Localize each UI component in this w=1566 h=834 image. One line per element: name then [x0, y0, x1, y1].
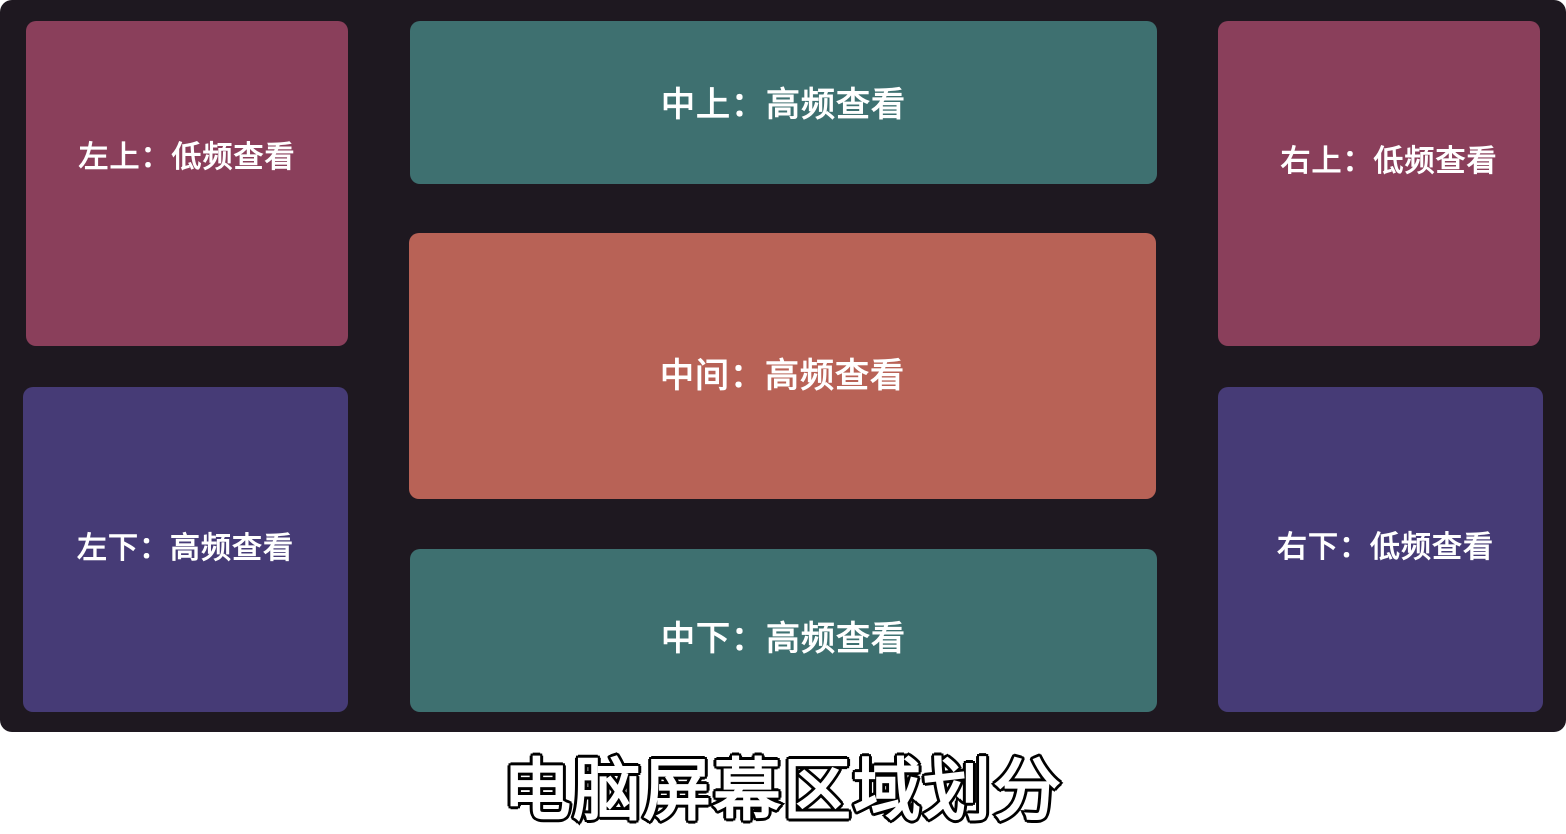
zone-top-left: 左上：低频查看	[26, 21, 348, 346]
zone-top-left-label: 左上：低频查看	[78, 139, 296, 175]
zone-bottom-center-label: 中下：高频查看	[661, 619, 906, 659]
zone-top-center: 中上：高频查看	[410, 21, 1157, 184]
zone-bottom-center: 中下：高频查看	[410, 549, 1157, 712]
zone-center: 中间：高频查看	[409, 233, 1156, 499]
zone-center-label: 中间：高频查看	[660, 355, 905, 396]
zone-top-center-label: 中上：高频查看	[661, 84, 906, 125]
zone-bottom-left: 左下：高频查看	[23, 387, 348, 712]
zone-top-right: 右上：低频查看	[1218, 21, 1540, 346]
zone-bottom-left-label: 左下：高频查看	[77, 530, 294, 566]
diagram-caption: 电脑屏幕区域划分	[501, 750, 1063, 833]
zone-bottom-right-label: 右下：低频查看	[1277, 529, 1494, 565]
screen-frame: 左上：低频查看 左下：高频查看 中上：高频查看 中间：高频查看 中下：高频查看 …	[0, 0, 1566, 732]
zone-top-right-label: 右上：低频查看	[1280, 143, 1498, 179]
zone-bottom-right: 右下：低频查看	[1218, 387, 1543, 712]
